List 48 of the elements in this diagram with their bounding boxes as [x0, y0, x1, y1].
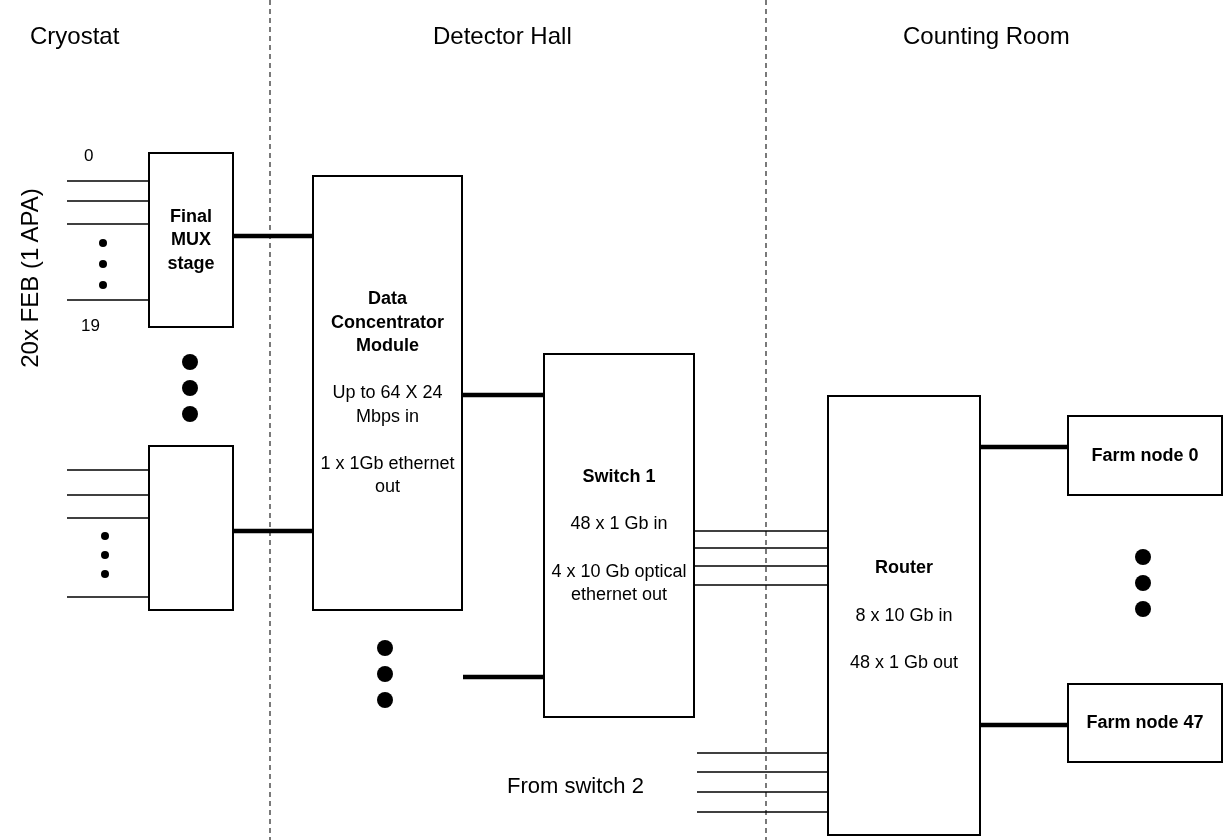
connector-line	[694, 584, 828, 586]
connector-line	[66, 299, 149, 301]
line-number: 0	[84, 146, 94, 166]
connector-line	[694, 565, 828, 567]
box-text: 4 x 10 Gb optical ethernet out	[550, 559, 688, 606]
connector-line	[66, 223, 149, 225]
connector-line	[981, 722, 1067, 728]
connector-line	[696, 752, 828, 754]
connector-line	[463, 674, 543, 680]
process-box	[148, 152, 234, 328]
connector-line	[696, 811, 828, 813]
connector-line	[696, 771, 828, 773]
connector-line	[981, 444, 1067, 450]
connector-line	[696, 791, 828, 793]
box-title: Final MUX stage	[166, 204, 216, 275]
process-box	[1067, 683, 1223, 763]
connector-line	[234, 233, 312, 239]
connector-line	[694, 530, 828, 532]
connector-line	[463, 392, 543, 398]
empty-box	[148, 445, 234, 611]
box-title: Switch 1	[582, 464, 656, 488]
box-text: Up to 64 X 24 Mbps in	[331, 381, 444, 428]
vertical-label: 20x FEB (1 APA)	[16, 188, 44, 368]
line-label: From switch 2	[507, 773, 644, 799]
connector-line	[66, 180, 149, 182]
box-text: 48 x 1 Gb out	[849, 651, 959, 675]
box-title: Router	[875, 556, 933, 580]
process-box	[1067, 415, 1223, 496]
connector-line	[66, 494, 149, 496]
connector-line	[66, 469, 149, 471]
zone-heading: Detector Hall	[433, 22, 572, 50]
connector-line	[694, 547, 828, 549]
connector-line	[234, 528, 312, 534]
process-box	[827, 395, 981, 836]
connector-line	[66, 517, 149, 519]
box-text: 8 x 10 Gb in	[855, 603, 953, 627]
box-title: Farm node 0	[1091, 443, 1199, 467]
box-title: Data Concentrator Module	[330, 287, 445, 357]
connector-line	[66, 596, 149, 598]
process-box	[312, 175, 463, 611]
box-text: 1 x 1Gb ethernet out	[319, 452, 456, 499]
line-number: 19	[81, 316, 100, 336]
process-box	[543, 353, 695, 718]
box-title: Farm node 47	[1086, 711, 1204, 735]
box-text: 48 x 1 Gb in	[570, 512, 668, 536]
zone-heading: Counting Room	[903, 22, 1070, 50]
zone-heading: Cryostat	[30, 22, 120, 50]
connector-line	[66, 200, 149, 202]
